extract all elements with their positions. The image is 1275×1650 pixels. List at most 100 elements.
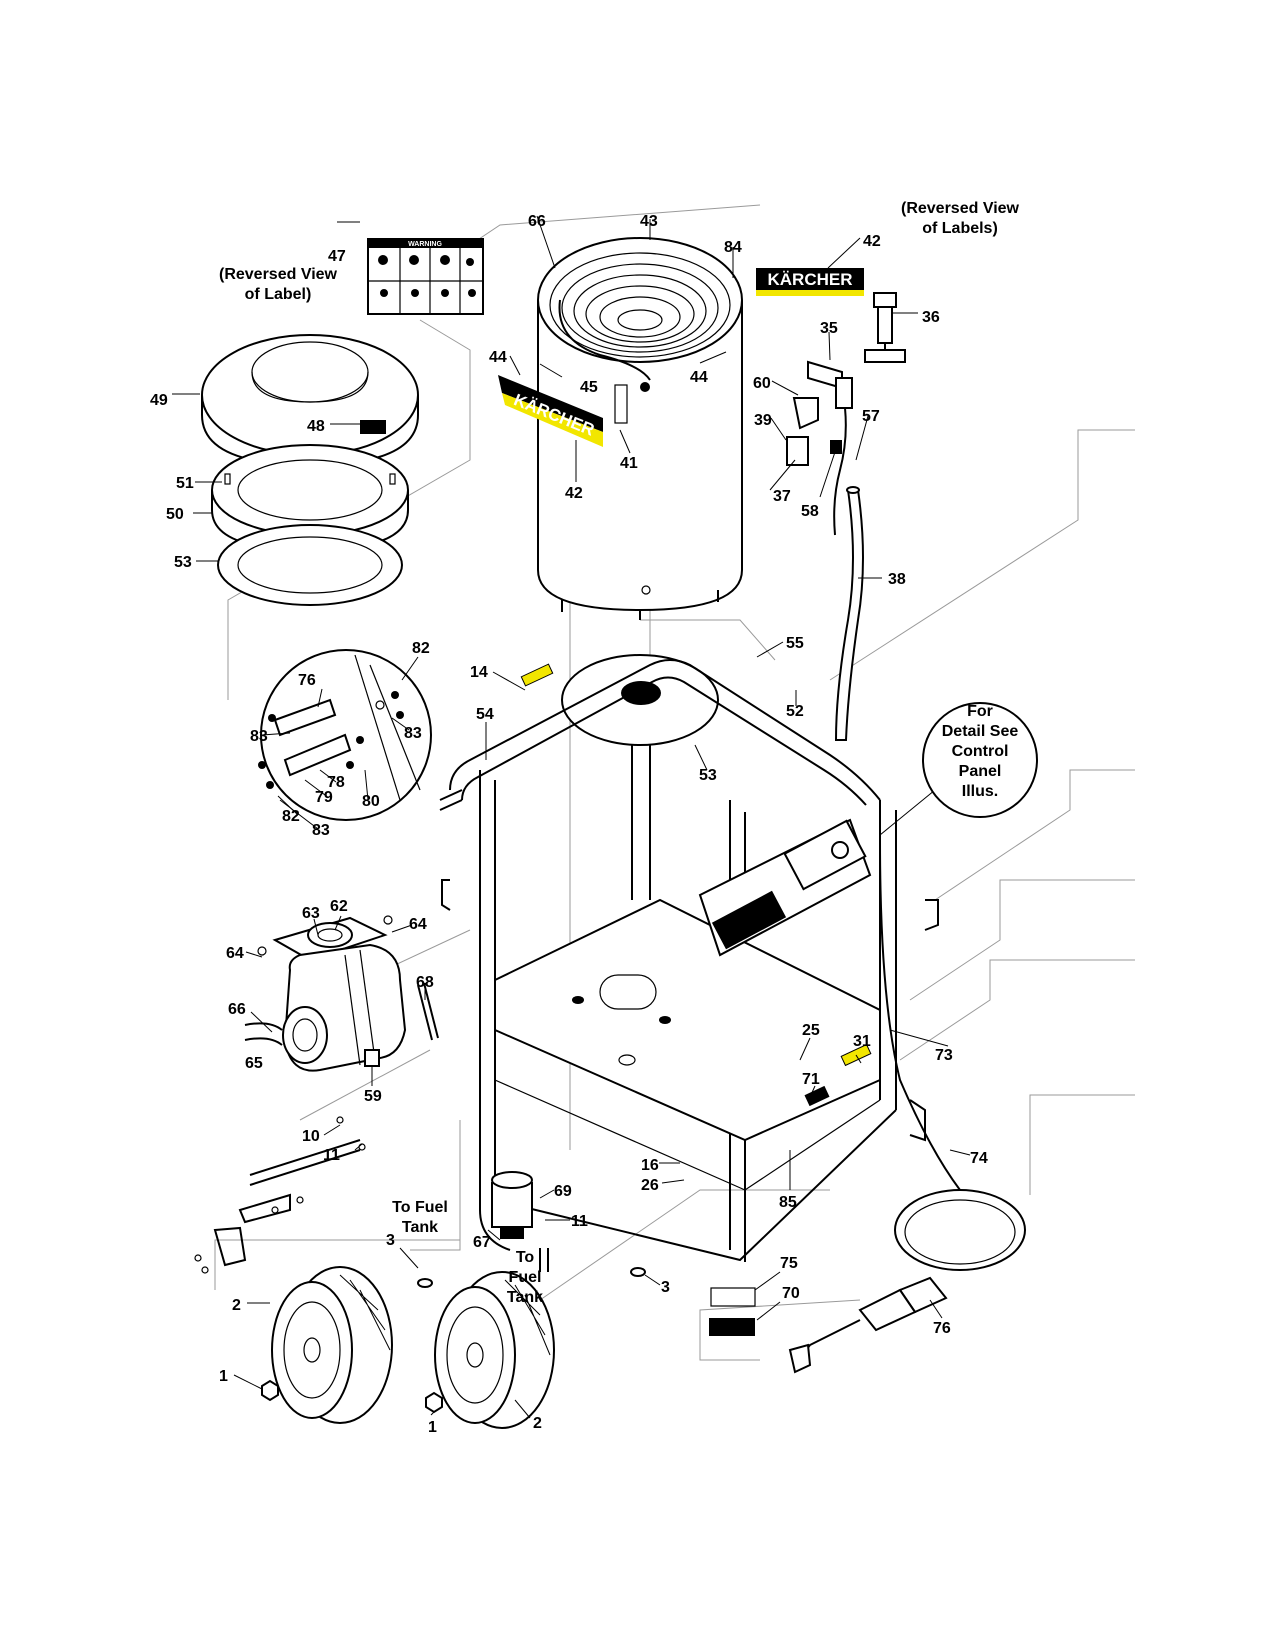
tee-fitting (807, 360, 853, 536)
svg-text:Panel: Panel (959, 763, 1002, 780)
callout: 2 (232, 1297, 241, 1314)
callout: 1 (428, 1419, 437, 1436)
to-fuel-tank-center-line1: To (516, 1249, 535, 1266)
svg-text:KÄRCHER: KÄRCHER (768, 270, 853, 289)
callout: 74 (970, 1150, 988, 1167)
callout: 2 (533, 1415, 542, 1432)
callout: 83 (312, 822, 330, 839)
reversed-view-label-note-line2: of Label) (245, 286, 312, 303)
callout: 48 (307, 418, 325, 435)
callout: 53 (174, 554, 192, 571)
pump-bracket-detail (258, 649, 432, 821)
callout-numbers: 66 43 84 42 47 36 35 44 44 60 45 49 57 3… (150, 213, 988, 1436)
callout: 51 (176, 475, 194, 492)
control-panel-reference: For Detail See Control Panel Illus. (922, 702, 1038, 818)
reversed-view-labels-note-line2: of Labels) (922, 220, 998, 237)
callout: 83 (404, 725, 422, 742)
callout: 82 (412, 640, 430, 657)
callout: 54 (476, 706, 494, 723)
serial-decal (709, 1287, 756, 1336)
callout: 52 (786, 703, 804, 720)
callout: 45 (580, 379, 598, 396)
callout: 53 (699, 767, 717, 784)
callout: 35 (820, 320, 838, 337)
callout: 85 (779, 1194, 797, 1211)
reversed-view-label-note-line1: (Reversed View (219, 266, 338, 283)
callout: 84 (724, 239, 742, 256)
to-fuel-tank-center-line2: Fuel (509, 1269, 542, 1286)
callout: 60 (753, 375, 771, 392)
callout: 76 (298, 672, 316, 689)
callout: 25 (802, 1022, 820, 1039)
callout: 82 (282, 808, 300, 825)
callout: 75 (780, 1255, 798, 1272)
callout: 59 (364, 1088, 382, 1105)
hose (834, 486, 864, 741)
callout-leaders (172, 215, 971, 1419)
svg-text:Detail See: Detail See (942, 723, 1019, 740)
callout: 73 (935, 1047, 953, 1064)
warning-decal: WARNING (367, 238, 484, 315)
to-fuel-tank-left-line1: To Fuel (392, 1199, 448, 1216)
svg-text:Control: Control (952, 743, 1009, 760)
callout: 78 (327, 774, 345, 791)
callout: 11 (571, 1213, 588, 1230)
callout: 37 (773, 488, 791, 505)
wheel-right (434, 1271, 555, 1429)
to-fuel-tank-left-line2: Tank (402, 1219, 438, 1236)
axle-nuts (261, 1267, 646, 1414)
to-fuel-tank-center-line3: Tank (507, 1289, 543, 1306)
callout: 41 (620, 455, 638, 472)
karcher-decal-reversed: KÄRCHER (756, 268, 864, 296)
callout: 63 (302, 905, 320, 922)
callout: 44 (489, 349, 507, 366)
callout: 1 (219, 1368, 228, 1385)
callout: 49 (150, 392, 168, 409)
callout: 65 (245, 1055, 263, 1072)
callout: 67 (473, 1234, 491, 1251)
callout: 68 (416, 974, 434, 991)
thermostat-fitting (864, 292, 906, 363)
callout: 16 (641, 1157, 659, 1174)
wheel-left (271, 1266, 393, 1424)
fuel-filter (491, 1171, 549, 1272)
callout: 3 (661, 1279, 670, 1296)
frame (439, 654, 939, 1262)
callout: 55 (786, 635, 804, 652)
svg-text:WARNING: WARNING (408, 241, 442, 248)
callout: 80 (362, 793, 380, 810)
callout: 79 (315, 789, 333, 806)
callout: 62 (330, 898, 348, 915)
callout: 57 (862, 408, 880, 425)
callout: 66 (228, 1001, 246, 1018)
callout: 11 (323, 1147, 340, 1164)
callout: 42 (565, 485, 583, 502)
callout: 64 (409, 916, 427, 933)
callout: 71 (802, 1071, 820, 1088)
callout: 31 (853, 1033, 871, 1050)
callout: 14 (470, 664, 488, 681)
svg-text:For: For (967, 703, 993, 720)
heat-exchanger-canister (537, 237, 743, 620)
callout: 42 (863, 233, 881, 250)
insulation-top-cover (201, 334, 419, 467)
svg-text:Illus.: Illus. (962, 783, 998, 800)
callout: 70 (782, 1285, 800, 1302)
diagram-notes: (Reversed View of Label) (Reversed View … (219, 200, 1020, 1306)
callout: 64 (226, 945, 244, 962)
axle-hardware (194, 1116, 366, 1274)
elbow-fitting (786, 397, 842, 466)
callout: 66 (528, 213, 546, 230)
callout: 39 (754, 412, 772, 429)
callout: 50 (166, 506, 184, 523)
callout: 47 (328, 248, 346, 265)
callout: 36 (922, 309, 940, 326)
callout: 38 (888, 571, 906, 588)
callout: 69 (554, 1183, 572, 1200)
reversed-view-labels-note-line1: (Reversed View (901, 200, 1020, 217)
pump-assembly (244, 915, 439, 1072)
callout: 3 (386, 1232, 395, 1249)
insulation-gasket (217, 524, 403, 606)
callout: 83 (250, 728, 268, 745)
